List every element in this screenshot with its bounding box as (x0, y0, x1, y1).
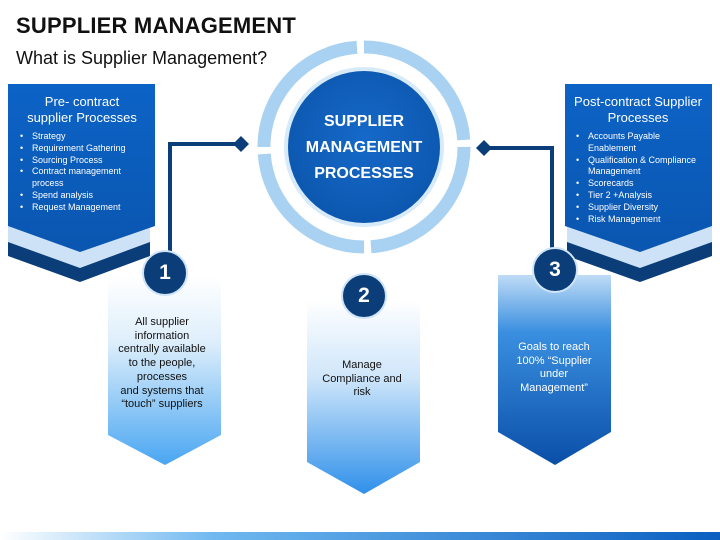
bottom-accent-bar (0, 532, 720, 540)
step-1-text-line: to the people, (128, 357, 196, 370)
step-2-number: 2 (358, 284, 370, 307)
step-1-text-line: processes (136, 370, 188, 383)
list-item: Sourcing Process (20, 155, 152, 167)
step-2-text: Manage Compliance and risk (312, 359, 412, 400)
step-3-text-line: Management” (520, 382, 588, 395)
step-1-number: 1 (159, 261, 171, 284)
pre-contract-title: Pre- contract supplier Processes (18, 94, 152, 126)
step-3-badge (532, 247, 578, 293)
step-1-card (108, 277, 221, 465)
step-2-badge (341, 273, 387, 319)
list-item: Supplier Diversity (576, 202, 708, 214)
list-item-continuation: process (32, 178, 64, 189)
left-connector-diamond (233, 136, 249, 152)
step-1-badge (142, 250, 188, 296)
list-item-continuation: Enablement (588, 142, 637, 153)
right-connector-diamond (476, 140, 492, 156)
right-connector-line (484, 146, 554, 262)
pre-contract-title-line: Pre- contract (44, 94, 120, 109)
step-1-text-line: information (134, 329, 190, 342)
pre-contract-list: Strategy Requirement Gathering Sourcing … (18, 131, 152, 214)
step-1-text-line: All supplier (135, 316, 189, 328)
list-item: Requirement Gathering (20, 143, 152, 155)
list-item: Strategy (20, 131, 152, 143)
slide-title: SUPPLIER MANAGEMENT (16, 13, 297, 38)
step-2-card (307, 300, 420, 494)
center-ring-outer (257, 40, 471, 254)
post-contract-panel: Post-contract Supplier Processes Account… (568, 94, 708, 225)
list-item: Qualification & Compliance (576, 155, 708, 167)
list-item: Accounts Payable (576, 131, 708, 143)
left-panel-chevron-dark (8, 240, 150, 282)
list-item: Request Management (20, 202, 152, 214)
center-disc (288, 71, 440, 223)
step-1-text-line: and systems that (120, 384, 204, 397)
slide-subtitle: What is Supplier Management? (16, 48, 268, 68)
step-3-text-line: under (539, 368, 569, 381)
left-panel-chevron-light (8, 224, 150, 268)
list-item: Contract management (20, 166, 152, 178)
center-title: SUPPLIER MANAGEMENT PROCESSES (298, 109, 430, 187)
left-connector-line (168, 142, 241, 262)
center-title-line: SUPPLIER (323, 113, 404, 130)
post-contract-title: Post-contract Supplier Processes (568, 94, 708, 126)
list-item: Tier 2 +Analysis (576, 190, 708, 202)
step-3-text-line: 100% “Supplier (516, 354, 592, 367)
pre-contract-panel: Pre- contract supplier Processes Strateg… (18, 94, 152, 214)
step-1-text-line: centrally available (118, 343, 206, 356)
step-1-text: All supplier information centrally avail… (113, 316, 211, 412)
pre-contract-title-line: supplier Processes (27, 110, 137, 125)
list-item: Spend analysis (20, 190, 152, 202)
right-panel-chevron-light (567, 224, 712, 268)
list-item: Risk Management (576, 214, 708, 226)
step-1-text-line: “touch” suppliers (121, 398, 203, 411)
center-title-line: MANAGEMENT (305, 139, 423, 156)
center-title-line: PROCESSES (314, 165, 414, 182)
step-2-text-line: Compliance and (322, 372, 402, 385)
step-3-text-line: Goals to reach (518, 341, 590, 353)
post-contract-title-line: Post-contract Supplier (574, 94, 702, 109)
step-3-number: 3 (549, 258, 561, 281)
right-panel-chevron-dark (567, 240, 712, 282)
list-item: Scorecards (576, 178, 708, 190)
post-contract-title-line: Processes (607, 110, 669, 125)
post-contract-list: Accounts Payable Enablement Qualificatio… (568, 131, 708, 225)
step-2-text-line: Manage (342, 359, 382, 371)
step-3-card (498, 275, 611, 465)
step-3-text: Goals to reach 100% “Supplier under Mana… (502, 341, 606, 396)
list-item-continuation: Management (588, 166, 641, 177)
step-2-text-line: risk (353, 386, 371, 399)
